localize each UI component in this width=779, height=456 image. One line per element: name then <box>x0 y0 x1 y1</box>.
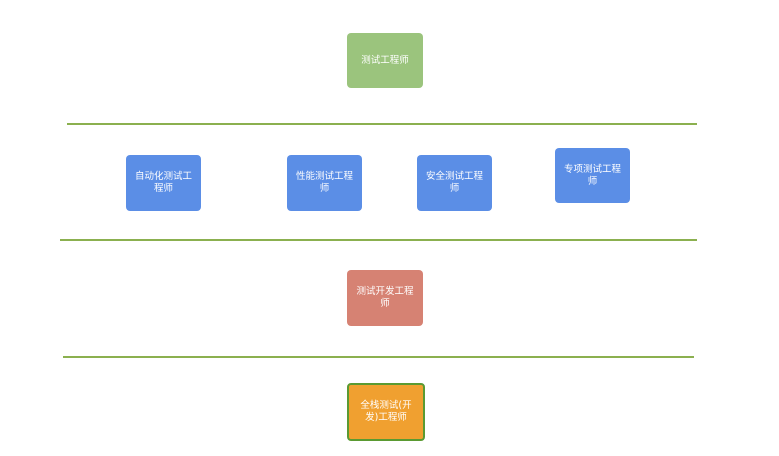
security-test-engineer-label: 安全测试工程师 <box>425 171 483 194</box>
divider-line-2 <box>60 239 697 241</box>
automation-test-engineer-label: 自动化测试工程师 <box>134 171 192 194</box>
performance-test-engineer-label: 性能测试工程师 <box>295 171 353 194</box>
test-development-engineer-node: 测试开发工程师 <box>347 270 423 326</box>
full-stack-test-engineer-node: 全栈测试(开发)工程师 <box>347 383 425 441</box>
performance-test-engineer-node: 性能测试工程师 <box>287 155 362 211</box>
test-engineer-node: 测试工程师 <box>347 33 423 88</box>
full-stack-test-engineer-label: 全栈测试(开发)工程师 <box>360 400 412 423</box>
specialized-test-engineer-label: 专项测试工程师 <box>563 163 621 187</box>
security-test-engineer-node: 安全测试工程师 <box>417 155 492 211</box>
divider-line-3 <box>63 356 694 358</box>
test-development-engineer-label: 测试开发工程师 <box>356 286 414 309</box>
automation-test-engineer-node: 自动化测试工程师 <box>126 155 201 211</box>
divider-line-1 <box>67 123 697 125</box>
specialized-test-engineer-node: 专项测试工程师 <box>555 148 630 203</box>
test-engineer-label: 测试工程师 <box>361 54 409 66</box>
